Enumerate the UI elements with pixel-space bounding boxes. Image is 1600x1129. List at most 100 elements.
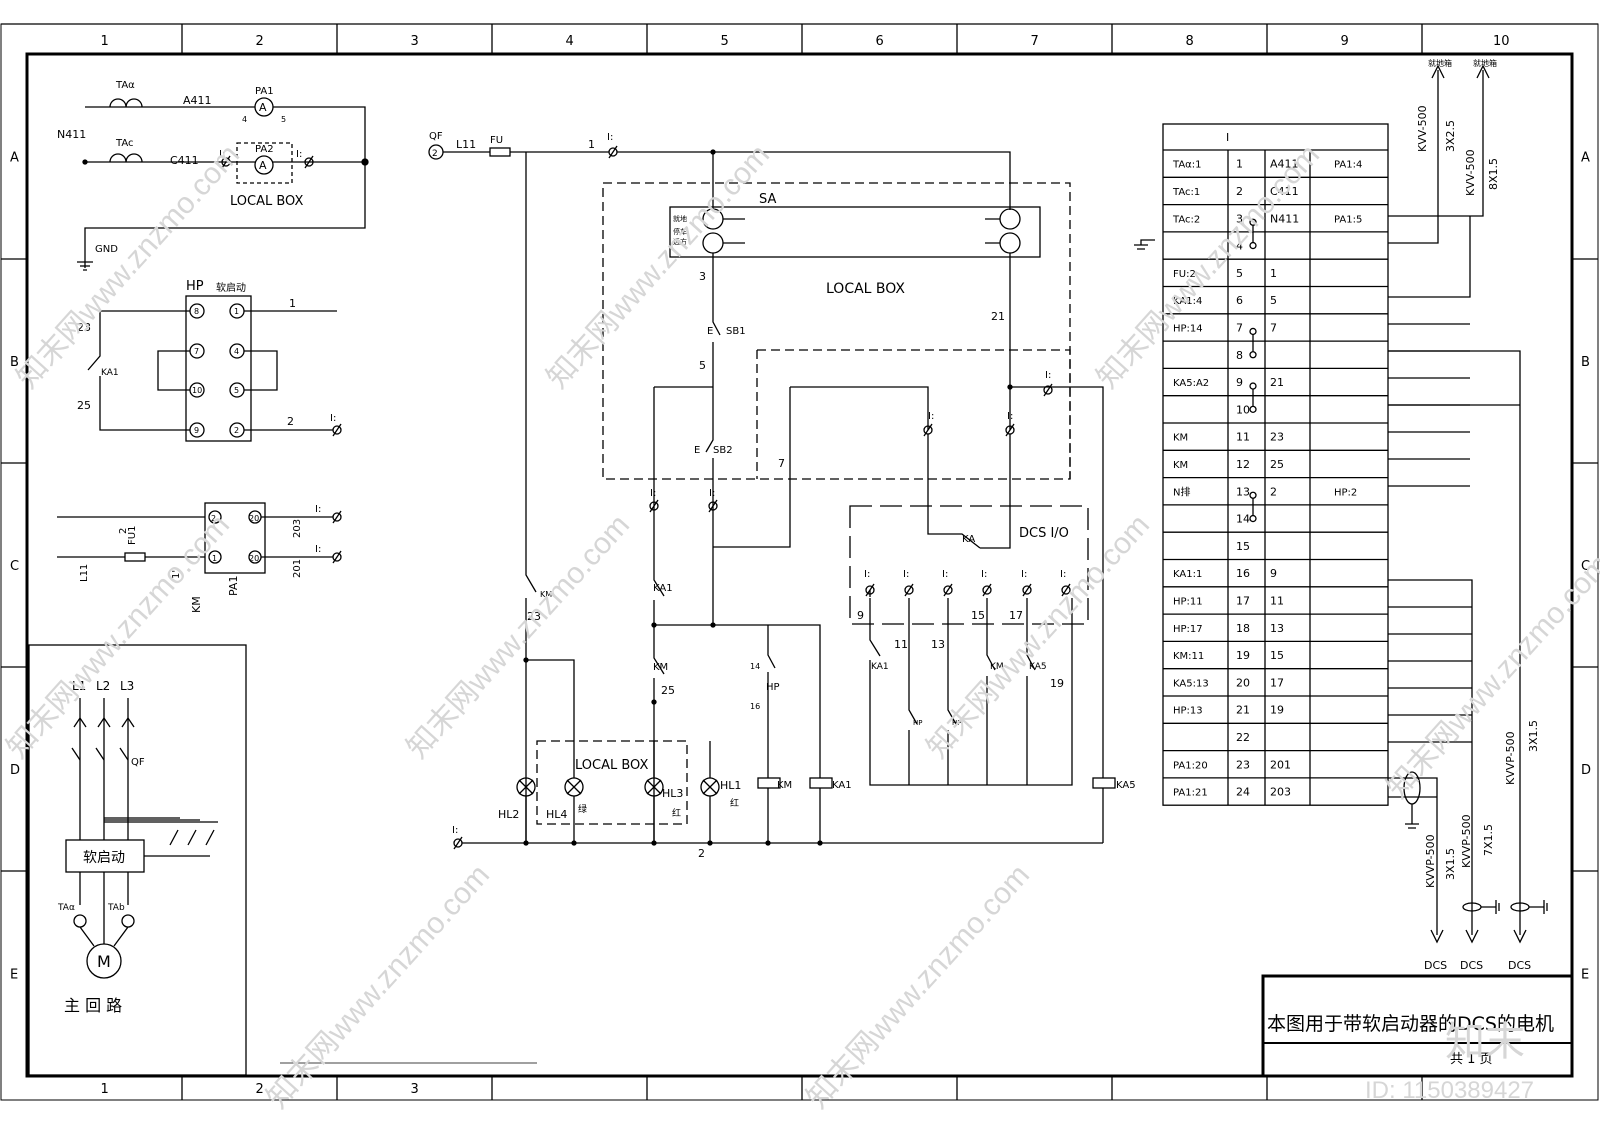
row-no: 21	[1236, 704, 1250, 717]
row-from: HP:13	[1173, 706, 1203, 717]
pin: 2	[211, 514, 216, 523]
column-number: 3	[411, 1082, 419, 1097]
cable-1-dest: 就地箱	[1428, 58, 1452, 68]
wire-5: 5	[699, 359, 706, 372]
row-to: 23	[1270, 431, 1284, 444]
drawing-title: 本图用于带软启动器的DCS的电机	[1267, 1013, 1554, 1035]
main-circuit	[28, 644, 247, 1076]
soft-starter-label: 软启动	[83, 850, 125, 866]
hl4-label: HL4	[546, 808, 567, 821]
wire-2: 2	[698, 847, 705, 860]
svg-text:知末: 知末	[1445, 1020, 1525, 1064]
dcs-contact: KA5	[1029, 662, 1047, 672]
cable-2-dest: 就地箱	[1473, 58, 1497, 68]
km-contact: KM	[540, 590, 552, 599]
km-coil: KM	[777, 780, 792, 791]
column-number: 1	[101, 1082, 109, 1097]
hp-pin: 9	[194, 426, 199, 435]
column-number: 6	[876, 34, 884, 49]
table-row: 10	[1163, 395, 1388, 416]
row-no: 4	[1236, 240, 1243, 253]
terminal-mark: I:	[315, 544, 321, 555]
pin-5: 5	[281, 115, 286, 124]
table-row: 14	[1163, 504, 1388, 526]
column-number: 2	[256, 1082, 264, 1097]
local-box-label: LOCAL BOX	[230, 194, 303, 209]
row-to: 13	[1270, 622, 1284, 635]
table-row: 4	[1163, 231, 1388, 253]
row-from: TAc:1	[1172, 187, 1200, 198]
dcs-label: DCS	[1508, 959, 1531, 972]
column-number: 3	[411, 34, 419, 49]
pin: 1	[212, 554, 217, 563]
wire-201: 201	[292, 559, 303, 578]
pin-4: 4	[242, 115, 247, 124]
wire-3: 3	[699, 270, 706, 283]
wire-1: 1	[289, 297, 296, 310]
row-from: TAc:2	[1172, 214, 1200, 225]
qf-label: QF	[131, 757, 145, 768]
terminal-mark: I:	[1045, 370, 1051, 381]
local-box-label: LOCAL BOX	[826, 281, 905, 297]
sa-stop: 停车	[673, 227, 687, 236]
e-mark: E	[707, 326, 713, 337]
row-letter: C	[1581, 559, 1590, 574]
hp-pin: 10	[192, 386, 202, 395]
km-label: KM	[190, 596, 203, 613]
ka1-contact: KA1	[653, 583, 673, 594]
hp-pin: 8	[194, 307, 199, 316]
wire-23: 23	[527, 610, 541, 623]
row-to: 2	[1270, 485, 1277, 498]
cable-1-size: 3X2.5	[1444, 120, 1457, 152]
column-number: 9	[1341, 34, 1349, 49]
row-to: 1	[1270, 267, 1277, 280]
wire-25: 25	[77, 399, 91, 412]
meter-pa2: PA2	[255, 144, 274, 155]
row-to: 11	[1270, 594, 1284, 607]
row-ext: PA1:5	[1334, 214, 1362, 225]
qf-label: QF	[429, 131, 443, 142]
column-number: 2	[256, 34, 264, 49]
row-from: TAα:1	[1172, 160, 1202, 171]
row-letter: C	[10, 559, 19, 574]
row-to: 17	[1270, 676, 1284, 689]
wire-7: 7	[778, 457, 785, 470]
row-from: HP:17	[1173, 624, 1203, 635]
l11-label: L11	[79, 564, 90, 582]
hp-pin: 2	[234, 426, 239, 435]
wire-203: 203	[292, 519, 303, 538]
image-id: ID: 1150389427	[1365, 1077, 1534, 1104]
sb2-label: SB2	[713, 445, 733, 456]
table-row: 15	[1163, 531, 1388, 553]
row-no: 14	[1236, 513, 1250, 526]
terminal-mark: I:	[709, 488, 715, 499]
cable-4-size: 3X1.5	[1444, 848, 1457, 880]
column-number: 1	[101, 34, 109, 49]
gnd-label: GND	[95, 244, 118, 255]
ka5-coil: KA5	[1116, 780, 1136, 791]
terminal-mark: I:	[650, 488, 656, 499]
row-letter: D	[1581, 763, 1591, 778]
row-from: KA1:4	[1173, 296, 1202, 307]
row-to: 203	[1270, 786, 1291, 799]
terminal-mark: I:	[1007, 411, 1013, 422]
phase-l1: L1	[72, 679, 86, 693]
row-no: 5	[1236, 267, 1243, 280]
row-no: 16	[1236, 567, 1250, 580]
e-mark: E	[694, 445, 700, 456]
motor-symbol: M	[97, 952, 111, 971]
ammeter-symbol-2: A	[259, 159, 267, 172]
row-letter: E	[1581, 968, 1589, 983]
row-to: A411	[1270, 158, 1299, 171]
dcs-label: DCS	[1460, 959, 1483, 972]
hl3-label: HL3	[662, 787, 683, 800]
hp-pin: 4	[234, 347, 239, 356]
svg-text:知末网www.znzmo.com: 知末网www.znzmo.com	[1381, 548, 1600, 804]
